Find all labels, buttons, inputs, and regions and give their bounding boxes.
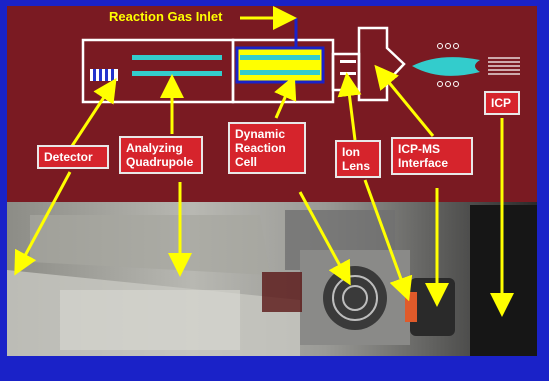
quadrupole-rod-bottom [132,71,222,76]
quadrupole-rod-top [132,55,222,60]
plasma-icon [412,43,520,87]
arrow-drc-up [274,75,297,119]
ion-lens-label: Ion Lens [335,140,381,178]
detector-icon [90,69,118,81]
analyzing-quadrupole-label: Analyzing Quadrupole [119,136,203,174]
instrument-photo [7,202,537,356]
dynamic-reaction-cell-label: Dynamic Reaction Cell [228,122,306,174]
icp-label: ICP [484,91,520,115]
detector-label: Detector [37,145,109,169]
arrow-drc-down [298,191,351,286]
arrow-detector-down [14,171,72,276]
reaction-gas-inlet-label: Reaction Gas Inlet [109,9,223,24]
reaction-cell [235,46,325,84]
callout-arrows [14,6,514,317]
icp-ms-interface-label: ICP-MS Interface [391,137,473,175]
arrow-lens-down [363,179,413,302]
arrow-detector-up [70,77,117,147]
arrow-lens-up [337,72,362,141]
ion-lens-plate [340,60,356,63]
arrow-interface-up [374,64,435,137]
